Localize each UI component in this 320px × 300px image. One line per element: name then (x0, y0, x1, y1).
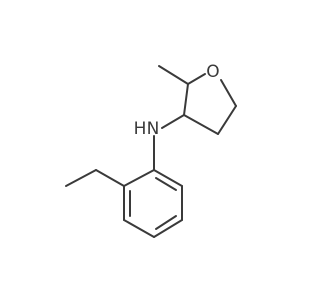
bond-oxolane-2 (187, 73, 206, 85)
bond-ring-double-1 (155, 177, 177, 191)
bond-oxolane-3 (220, 79, 237, 107)
bond-nitrogen-oxolane (161, 114, 185, 129)
hydrogen-atom-label: H (134, 119, 147, 139)
bond-oxolane-1 (183, 83, 189, 116)
bond-ethyl-ch2 (95, 169, 125, 187)
molecule-structure: O H N (65, 62, 237, 238)
bond-methyl (158, 65, 189, 85)
bond-ring-1 (123, 169, 155, 187)
bond-ring-5 (123, 219, 155, 238)
oxygen-atom-label: O (206, 62, 219, 82)
bond-ethyl-ch3 (65, 169, 97, 187)
bond-ring-4 (153, 219, 183, 238)
bond-ring-2 (153, 169, 183, 187)
nitrogen-atom-label: N (147, 119, 160, 139)
bond-ring-double-2 (155, 215, 177, 230)
bond-oxolane-5 (183, 114, 219, 135)
bond-oxolane-4 (217, 105, 237, 135)
